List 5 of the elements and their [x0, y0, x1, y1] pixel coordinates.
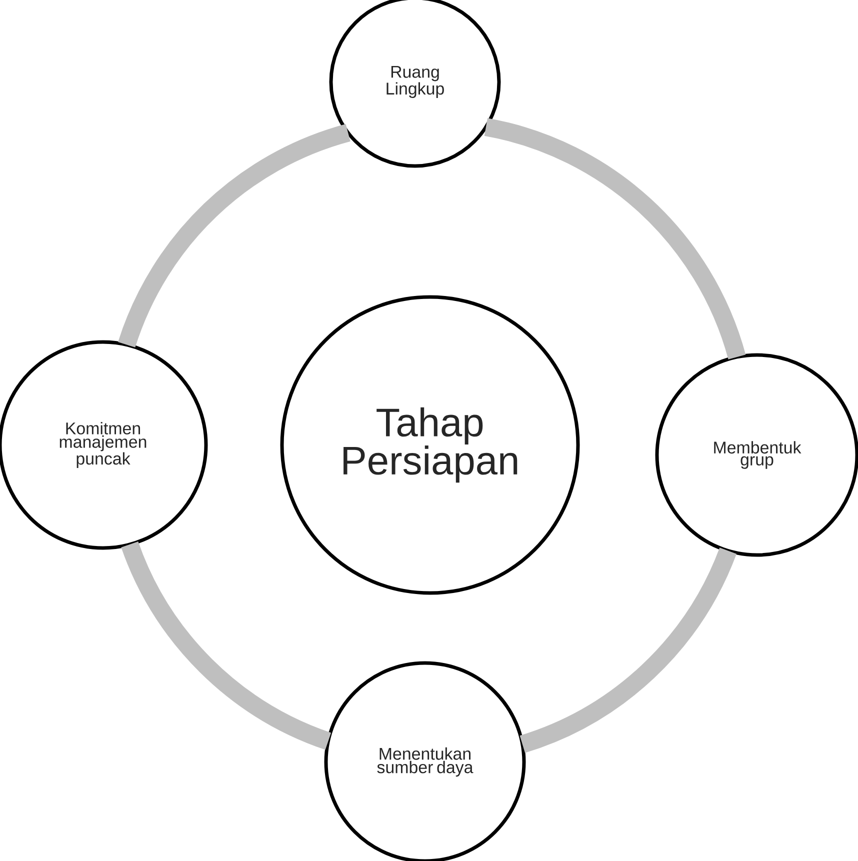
ring-arc — [118, 124, 351, 348]
circle-node: Tahap Persiapan — [280, 295, 580, 595]
ring-arc — [519, 547, 736, 753]
ring-arc — [484, 118, 746, 360]
ring-arc — [121, 541, 332, 750]
